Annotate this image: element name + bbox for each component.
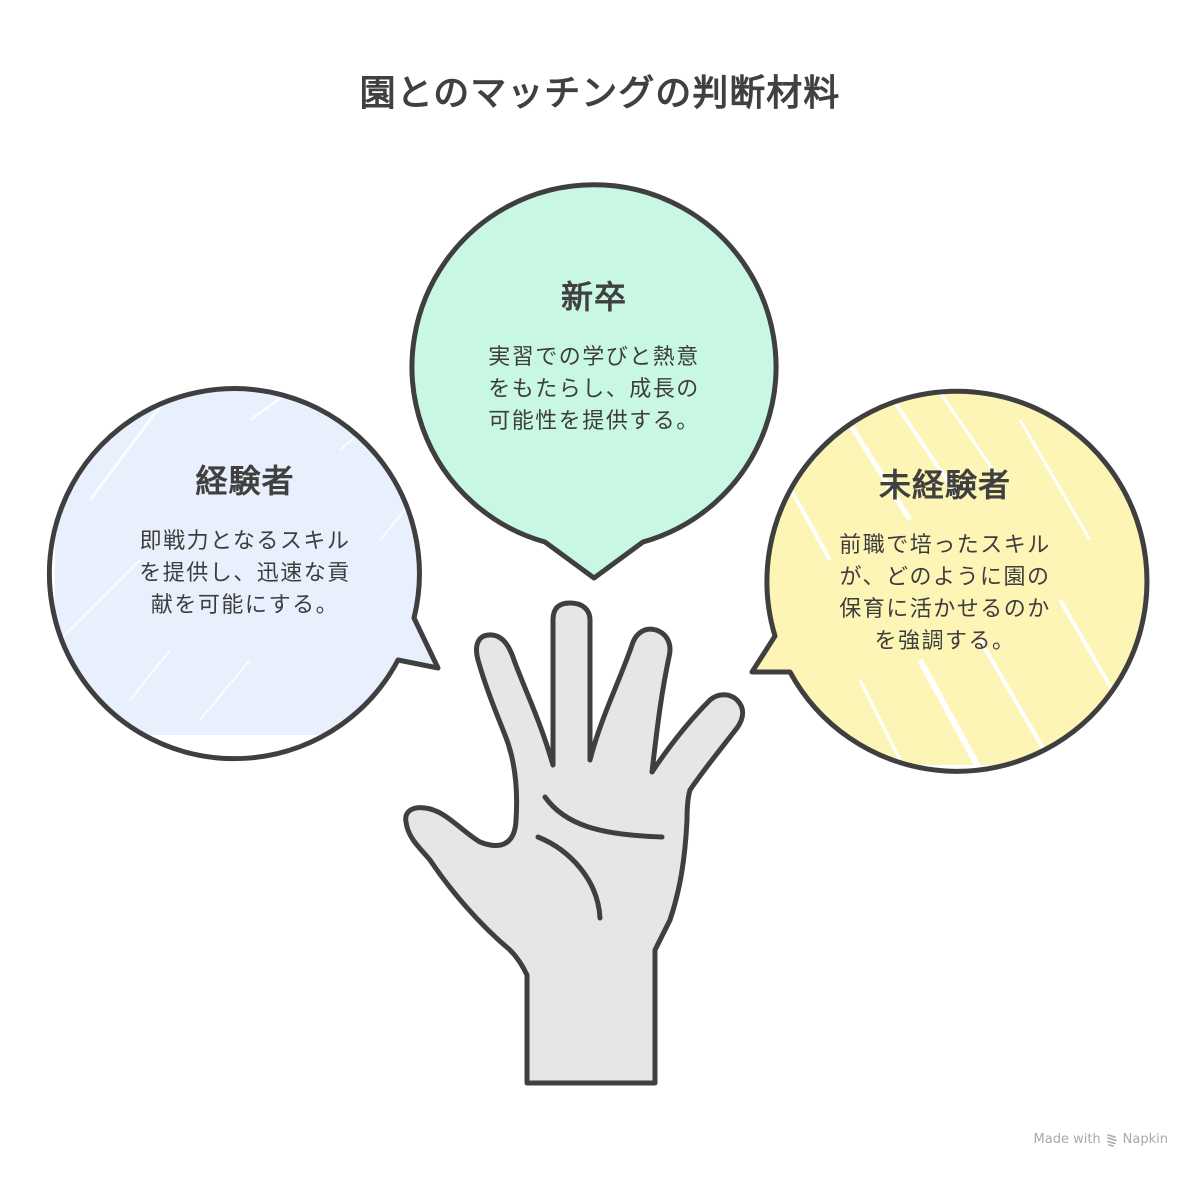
bubble-line: 献を可能にする。 — [150, 593, 340, 619]
open-hand-icon — [403, 600, 746, 1086]
bubble-inexperienced: 未経験者 前職で培ったスキル が、どのように園の 保育に活かせるのか を強調する… — [795, 466, 1095, 658]
bubble-description: 前職で培ったスキル が、どのように園の 保育に活かせるのか を強調する。 — [795, 530, 1095, 658]
bubble-description: 即戦力となるスキル を提供し、迅速な貢 献を可能にする。 — [95, 526, 395, 622]
napkin-logo-icon — [1106, 1133, 1117, 1147]
bubble-line: 前職で培ったスキル — [839, 533, 1051, 559]
bubble-new-graduate-shape — [409, 182, 779, 581]
bubble-line: 可能性を提供する。 — [488, 409, 700, 435]
diagram-title: 園とのマッチングの判断材料 — [359, 73, 841, 114]
made-with-napkin-credit[interactable]: Made with Napkin — [1034, 1132, 1168, 1147]
bubble-heading: 経験者 — [195, 462, 295, 500]
bubble-inexperienced-shape — [749, 388, 1150, 774]
bubble-line: を提供し、迅速な貢 — [139, 561, 351, 587]
bubble-description: 実習での学びと熱意 をもたらし、成長の 可能性を提供する。 — [444, 342, 744, 438]
bubble-line: を強調する。 — [874, 629, 1016, 655]
bubble-new-graduate: 新卒 実習での学びと熱意 をもたらし、成長の 可能性を提供する。 — [444, 278, 744, 438]
bubble-line: 実習での学びと熱意 — [488, 345, 700, 371]
napkin-brand-label: Napkin — [1122, 1132, 1168, 1147]
bubble-line: をもたらし、成長の — [488, 377, 700, 403]
bubble-line: が、どのように園の — [839, 565, 1051, 591]
made-with-label: Made with — [1033, 1132, 1101, 1147]
bubble-heading: 新卒 — [560, 278, 627, 316]
bubble-experienced: 経験者 即戦力となるスキル を提供し、迅速な貢 献を可能にする。 — [95, 462, 395, 622]
bubble-line: 即戦力となるスキル — [139, 529, 351, 555]
bubble-line: 保育に活かせるのか — [839, 597, 1051, 623]
bubble-heading: 未経験者 — [878, 466, 1011, 504]
